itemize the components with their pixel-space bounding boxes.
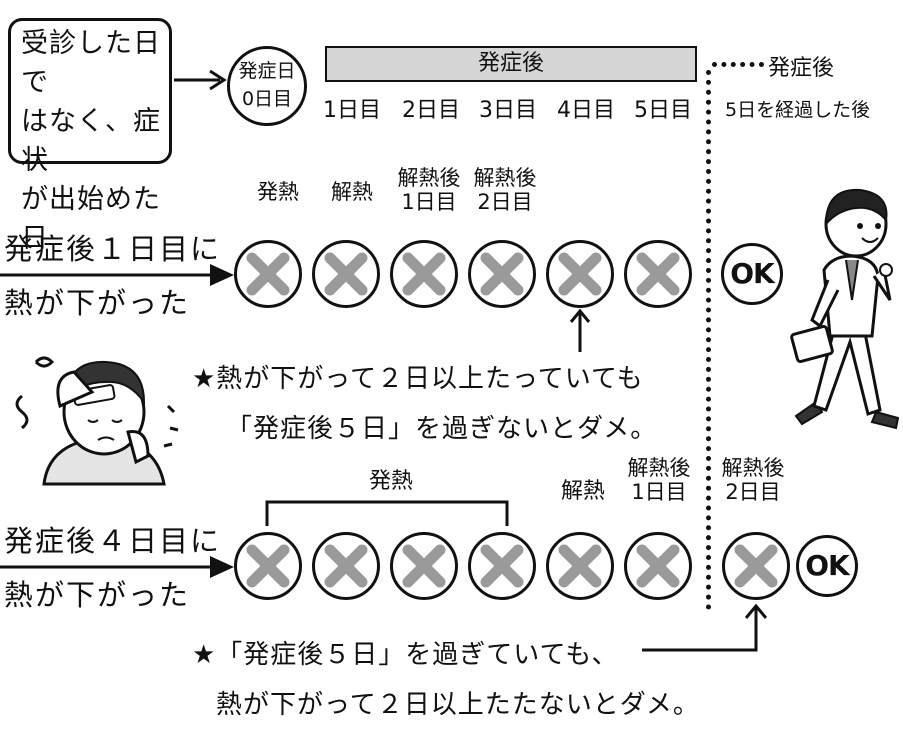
dotted-leader: [712, 62, 764, 67]
row1-circle-day2: [390, 240, 458, 308]
up-arrow-icon: [569, 308, 591, 352]
row2-circle-day5: [624, 532, 692, 600]
walking-businessman-illustration: [790, 188, 900, 430]
day-label-1: 1日目: [323, 98, 381, 123]
x-mark-icon: [324, 544, 368, 588]
row1-note-line1: ★熱が下がって２日以上たっていても: [192, 364, 644, 394]
row2-circle-day6: [722, 532, 790, 600]
row2-left-label: 発症後４日目に 熱が下がった: [4, 514, 221, 622]
row1-ok-badge: OK: [721, 243, 783, 305]
row2-left-line1: 発症後４日目に: [4, 524, 222, 558]
day5-divider: [706, 70, 711, 610]
row1-left-label: 発症後１日目に 熱が下がった: [4, 222, 221, 330]
row2-label-fever-down: 解熱: [560, 479, 605, 504]
note-line-1: 受診した日で: [21, 28, 161, 98]
row2-circle-day1: [312, 532, 380, 600]
sick-person-illustration: [15, 356, 179, 486]
x-mark-icon: [636, 544, 680, 588]
x-mark-icon: [480, 252, 524, 296]
row1-label-fever-down: 解熱: [331, 180, 373, 204]
x-mark-icon: [636, 252, 680, 296]
row2-left-line2: 熱が下がった: [4, 578, 191, 612]
row2-note-line1: ★「発症後５日」を過ぎていても、: [192, 640, 619, 670]
day-label-5: 5日目: [634, 98, 692, 123]
onset-day-circle: 発症日 0日目: [227, 46, 307, 126]
row1-label-after-1: 解熱後 1日目: [397, 166, 461, 214]
row1-label-after-2: 解熱後 2日目: [473, 166, 537, 214]
fever-bracket: [265, 500, 509, 526]
row1-circle-day3: [468, 240, 536, 308]
x-mark-icon: [734, 544, 778, 588]
row2-arrow-icon: [0, 556, 234, 578]
row2-circle-day0: [234, 532, 302, 600]
row2-circle-day4: [546, 532, 614, 600]
x-mark-icon: [402, 544, 446, 588]
x-mark-icon: [246, 544, 290, 588]
row1-circle-day1: [312, 240, 380, 308]
row1-label-fever: 発熱: [257, 180, 299, 204]
row2-bracket-label: 発熱: [368, 469, 413, 494]
after-title: 発症後: [768, 56, 835, 81]
row2-circle-day2: [390, 532, 458, 600]
row1-circle-day5: [624, 240, 692, 308]
row2-note-line2: 熱が下がって２日以上たたないとダメ。: [216, 690, 700, 720]
day-label-3: 3日目: [479, 98, 537, 123]
note-line-3: が出始めた日: [21, 184, 161, 254]
row1-circle-day0: [234, 240, 302, 308]
note-line-2: はなく、症状: [21, 106, 161, 176]
row1-arrow-icon: [0, 264, 234, 286]
onset-day-number: 0日目: [241, 88, 293, 110]
row2-ok-badge: OK: [796, 535, 858, 597]
after-subtitle: 5日を経過した後: [725, 99, 871, 121]
x-mark-icon: [558, 544, 602, 588]
row2-label-after-2: 解熱後 2日目: [721, 456, 785, 504]
row1-note-line2: 「発症後５日」を過ぎないとダメ。: [226, 414, 658, 444]
x-mark-icon: [480, 544, 524, 588]
onset-day-label: 発症日: [238, 60, 296, 82]
row2-circle-day3: [468, 532, 536, 600]
arrow-right-icon: [174, 69, 227, 91]
x-mark-icon: [558, 252, 602, 296]
onset-day-note: 受診した日で はなく、症状 が出始めた日: [8, 18, 172, 254]
day-label-4: 4日目: [557, 98, 615, 123]
row1-left-line2: 熱が下がった: [4, 286, 191, 320]
row1-left-line1: 発症後１日目に: [4, 232, 222, 266]
row1-circle-day4: [546, 240, 614, 308]
post-onset-bar: 発症後: [325, 46, 697, 82]
row2-label-after-1: 解熱後 1日目: [627, 456, 691, 504]
x-mark-icon: [324, 252, 368, 296]
row2-connector-arrow-icon: [642, 603, 768, 652]
day-label-2: 2日目: [402, 98, 460, 123]
x-mark-icon: [246, 252, 290, 296]
x-mark-icon: [402, 252, 446, 296]
